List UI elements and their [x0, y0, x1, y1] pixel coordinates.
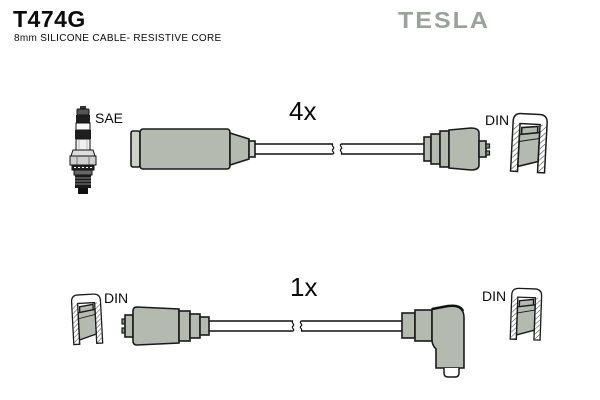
cutaway-boot-icon: [509, 287, 543, 341]
part-number: T474G: [13, 6, 86, 32]
din-terminal-label-bottom-right: DIN: [482, 288, 507, 304]
cable-break-icon: [291, 320, 295, 332]
quantity-label-bottom: 1x: [290, 272, 318, 302]
cable-spec-subtitle: 8mm SILICONE CABLE- RESISTIVE CORE: [14, 33, 222, 44]
cutaway-boot-icon: [509, 112, 548, 174]
quantity-label-top: 4x: [289, 96, 317, 126]
tesla-logo: TESLA: [398, 8, 490, 34]
din-terminal-label-top: DIN: [485, 112, 510, 128]
cable-break-icon: [331, 143, 335, 155]
cable-wire: [255, 143, 427, 155]
cable-break-icon: [339, 143, 343, 155]
plug-boot-icon: [130, 128, 256, 170]
cable-wire: [209, 320, 403, 332]
spark-plug-icon: [69, 106, 97, 194]
din-connector-icon: [121, 306, 210, 346]
cutaway-boot-icon: [70, 293, 104, 346]
din-terminal-label-bottom-left: DIN: [104, 290, 129, 306]
din-connector-icon: [423, 127, 491, 171]
sae-terminal-label: SAE: [95, 110, 124, 126]
cable-break-icon: [299, 320, 303, 332]
elbow-connector-icon: [401, 304, 465, 378]
